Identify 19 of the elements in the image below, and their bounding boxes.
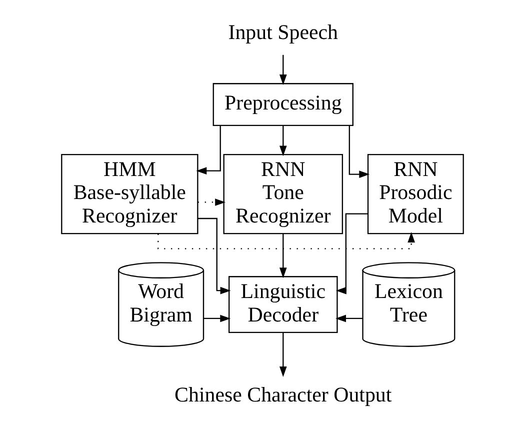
arrow [279,332,287,377]
node-text: Input Speech [228,20,338,44]
arrow [196,126,221,174]
arrow [204,314,231,322]
arrow [158,232,415,250]
arrow [198,198,226,206]
arrow [279,234,287,278]
node-box: HMM Base-syllable Recognizer [61,154,198,234]
arrow [279,54,287,86]
arrow [336,213,368,294]
node-box: Preprocessing [212,83,354,126]
node-box: Linguistic Decoder [228,276,338,334]
arrow [336,314,363,322]
arrow [198,218,231,294]
node-box: RNN Tone Recognizer [223,154,344,234]
arrow [348,125,370,178]
node-box: RNN Prosodic Model [367,154,464,234]
node-text: Chinese Character Output [174,382,392,406]
arrow [279,126,287,156]
